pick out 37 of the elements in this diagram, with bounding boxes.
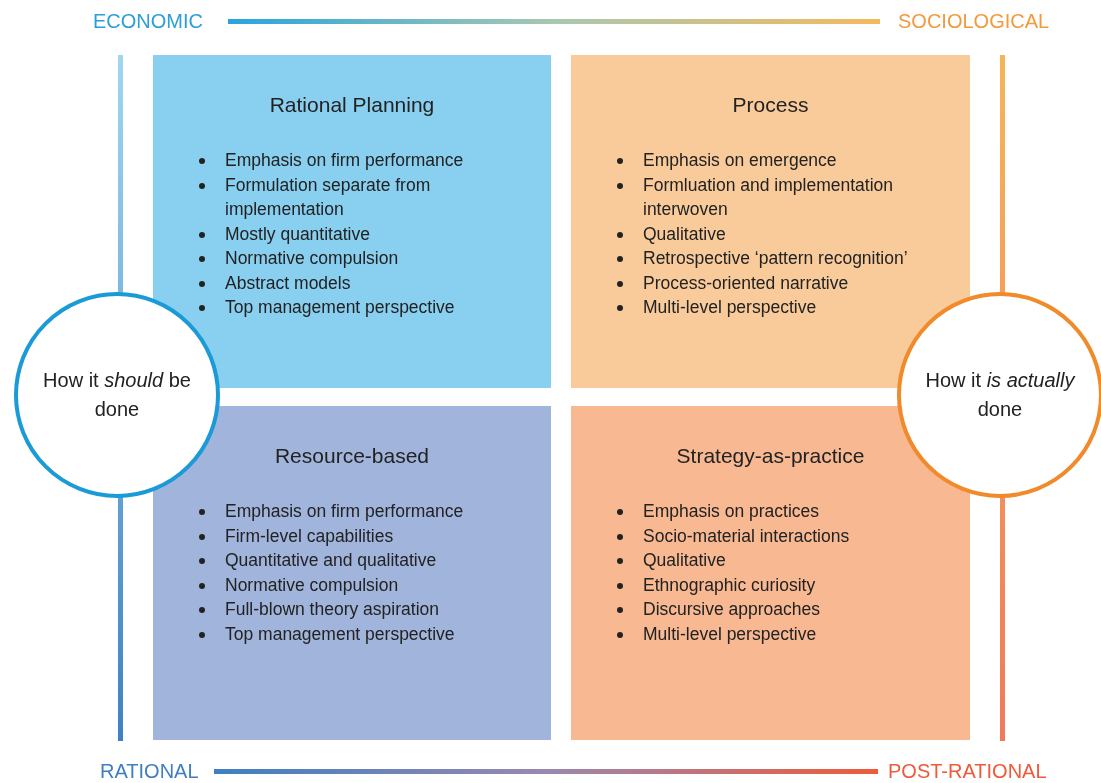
- quadrant-panel: [153, 406, 551, 740]
- axis-label: RATIONAL: [100, 760, 199, 783]
- bullet-text: Qualitative: [643, 223, 726, 244]
- quadrant-heading: Rational Planning: [268, 93, 436, 117]
- quadrant-heading: Resource-based: [273, 444, 431, 468]
- bullet-text: Normative compulsion: [225, 574, 399, 595]
- bullet-text: Multi-level perspective: [643, 297, 817, 317]
- bullet-text: Retrospective ‘pattern recognition’: [643, 248, 908, 268]
- bullet-text: Top management perspective: [225, 297, 455, 317]
- bullet-text: Ethnographic curiosity: [643, 574, 816, 595]
- bullet-text: Emphasis on emergence: [643, 150, 837, 170]
- axis-label: POST-RATIONAL: [888, 760, 1047, 783]
- circle-text: How it is actually done: [925, 368, 1075, 422]
- bullet-text: Abstract models: [225, 272, 351, 293]
- bullet-text: Multi-level perspective: [643, 623, 817, 644]
- bullet-text: Process-oriented narrative: [643, 272, 849, 293]
- bullet-text: Normative compulsion: [225, 248, 399, 268]
- bullet-text: Firm-level capabilities: [225, 525, 394, 546]
- bullet-text: Formulation separate from implementation: [225, 174, 431, 219]
- bullet-text: Emphasis on firm performance: [225, 501, 464, 521]
- bullet-text: Full-blown theory aspiration: [225, 599, 439, 619]
- bullet-text: Emphasis on practices: [643, 501, 820, 521]
- bullet-text: Mostly quantitative: [225, 223, 370, 244]
- quadrant-heading: Strategy-as-practice: [675, 444, 866, 468]
- bullet-text: Quantitative and qualitative: [225, 550, 437, 570]
- bullet-text: Qualitative: [643, 550, 726, 570]
- axis-label: SOCIOLOGICAL: [898, 10, 1050, 33]
- axis-label: ECONOMIC: [93, 10, 203, 33]
- bullet-text: Socio-material interactions: [643, 525, 850, 546]
- circle-text: How it should be done: [42, 368, 192, 422]
- quadrant-heading: Process: [731, 93, 810, 117]
- bullet-text: Formluation and implementation interwoven: [643, 174, 893, 219]
- bullet-text: Top management perspective: [225, 623, 455, 644]
- quadrant-panel: [571, 55, 970, 388]
- bullet-text: Discursive approaches: [643, 599, 821, 619]
- quadrant-panel: [571, 406, 970, 740]
- bullet-text: Emphasis on firm performance: [225, 150, 464, 170]
